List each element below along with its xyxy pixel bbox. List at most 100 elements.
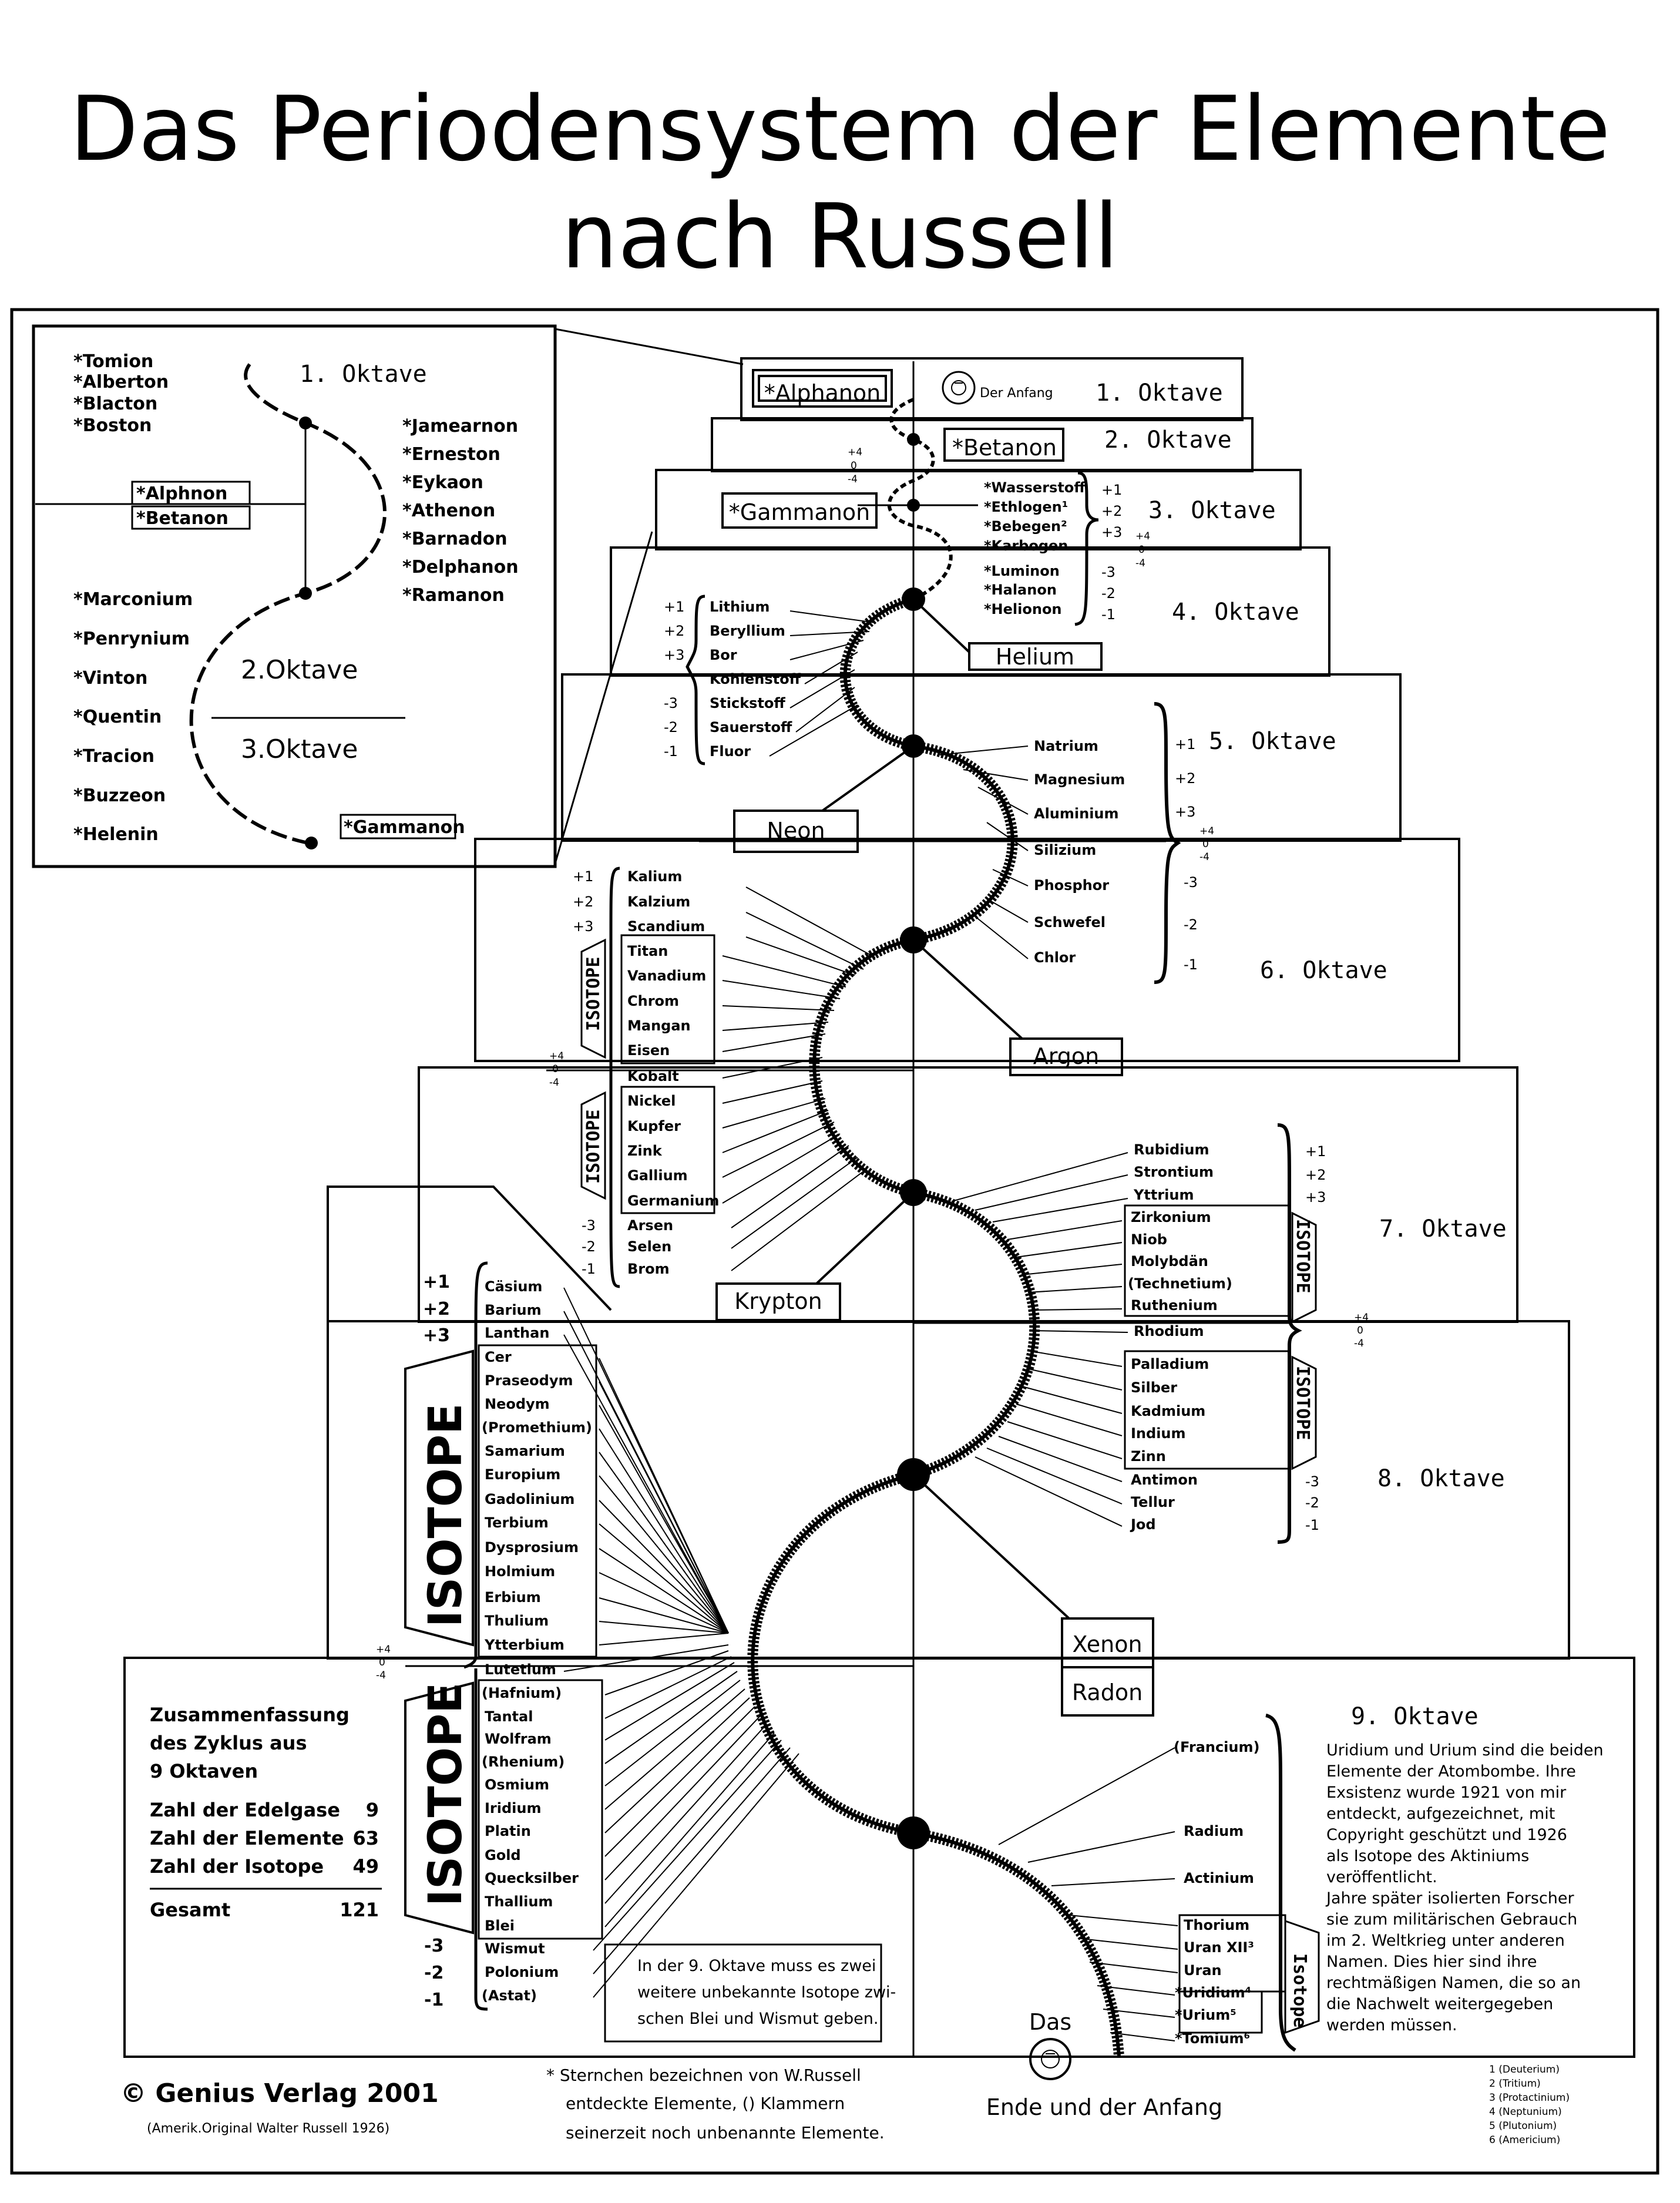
element-label: Gold [485,1847,521,1863]
element-label: Tellur [1131,1494,1175,1510]
valence: -4 [1199,851,1209,863]
footer-note-line: seinerzeit noch unbenannte Elemente. [566,2123,885,2142]
inset-element: *Helenin [73,824,159,845]
summary-row-label: Zahl der Isotope [150,1855,324,1878]
valence: -4 [1135,558,1145,569]
inset-element: *Erneston [402,444,500,465]
element-label: Kupfer [627,1118,681,1134]
info-line: Exsistenz wurde 1921 von mir [1326,1784,1567,1802]
valence: +3 [1175,804,1195,820]
gammanon-label: *Gammanon [729,499,870,525]
isotope-tab [580,1091,606,1200]
element-label: Beryllium [710,623,785,639]
footnote: 6 (Americium) [1489,2134,1560,2146]
info-line: werden müssen. [1326,2016,1457,2034]
valence: -1 [1184,956,1198,973]
element-label: Ruthenium [1131,1297,1218,1314]
element-label: (Rhenium) [482,1754,565,1770]
valence: +3 [664,647,684,663]
element-label: Scandium [627,918,705,935]
element-label: Aluminium [1034,805,1119,822]
valence: +1 [664,599,684,615]
octave-label-6: 6. Oktave [1260,957,1387,984]
isotope-group-box [620,934,715,1064]
element-label: *Luminon [984,563,1060,579]
info-line: im 2. Weltkrieg unter anderen [1326,1932,1565,1950]
element-label: Antimon [1131,1472,1198,1488]
inset-element: *Athenon [402,501,495,521]
isotope-label: ISOTOPE [1292,1219,1313,1293]
title-line-1: Das Periodensystem der Elemente [70,77,1611,181]
inset-element: *Delphanon [402,557,519,577]
valence: -2 [582,1238,596,1255]
ende-das-label: Das [1029,2009,1071,2035]
octave-label-4: 4. Oktave [1172,599,1299,626]
valence: +4 [1135,530,1150,542]
isotope-small-label: Isotope [1289,1953,1310,2027]
element-label: *Halanon [984,582,1057,598]
element-label: Mangan [627,1017,691,1034]
element-label: (Technetium) [1128,1275,1232,1292]
isotope-label-large: ISOTOPE [419,1403,472,1627]
gammanon-box [721,492,878,529]
element-label: Gallium [627,1167,688,1184]
inset-alphnon: *Alphnon [136,483,227,504]
info-line: Jahre später isolierten Forscher [1325,1889,1574,1908]
valence: +4 [1199,825,1214,837]
element-label: Magnesium [1034,771,1125,788]
bracket [686,595,705,765]
original-credit: (Amerik.Original Walter Russell 1926) [147,2121,389,2136]
element-label: Blei [485,1917,515,1934]
isotope-group-box [1178,1990,1263,2034]
valence: +4 [1354,1312,1369,1324]
summary-line: des Zyklus aus [150,1732,307,1754]
valence: 0 [1138,544,1145,556]
element-label: *Bebegen² [984,518,1067,535]
element-label: Osmium [485,1776,549,1793]
octave8-tab [327,1186,612,1660]
valence: +1 [423,1272,450,1292]
element-label: Lithium [710,599,770,615]
element-label: Chrom [627,993,679,1009]
element-label: Kadmium [1131,1403,1205,1419]
valence: +4 [549,1050,564,1062]
bracket [1265,1714,1296,2052]
der-anfang-symbol [942,371,976,405]
element-label: Natrium [1034,738,1098,754]
element-label: Polonium [485,1964,559,1980]
element-label: Actinium [1184,1870,1254,1886]
footnote: 3 (Protactinium) [1489,2092,1570,2104]
ende-symbol [1029,2038,1071,2080]
octave-box-1 [740,357,1244,421]
isotope-label: ISOTOPE [583,1110,604,1184]
octave-boxes [123,357,1635,2058]
valence: -3 [582,1217,596,1234]
octave-box-5 [561,673,1402,842]
element-label: Titan [627,943,668,959]
inset-octave-3: 3.Oktave [241,734,358,764]
element-label: Silber [1131,1379,1177,1396]
summary-line: 9 Oktaven [150,1760,258,1782]
element-label: Quecksilber [485,1870,579,1886]
valence: -4 [376,1670,386,1681]
inset-element: *Boston [73,415,152,436]
valence: +3 [573,918,593,935]
valence: +2 [1101,503,1122,519]
valence: -2 [1305,1495,1319,1511]
inset-element: *Eykaon [402,472,483,493]
krypton-label: Krypton [734,1288,822,1314]
element-label: Wismut [485,1940,545,1957]
element-label: Yttrium [1133,1187,1194,1203]
element-label: Bor [710,647,737,663]
footer-note-line: * Sternchen bezeichnen von W.Russell [546,2066,861,2085]
isotope-tab [1291,1355,1317,1470]
valence: -3 [1184,874,1198,891]
isotope-group-box [478,1679,603,1940]
der-anfang-label: Der Anfang [980,386,1053,401]
octave-box-7 [418,1066,1518,1323]
valence: -1 [1305,1517,1319,1533]
inset-element: *Penrynium [73,629,190,649]
valence: +1 [1305,1143,1326,1160]
valence: -1 [1101,606,1115,623]
